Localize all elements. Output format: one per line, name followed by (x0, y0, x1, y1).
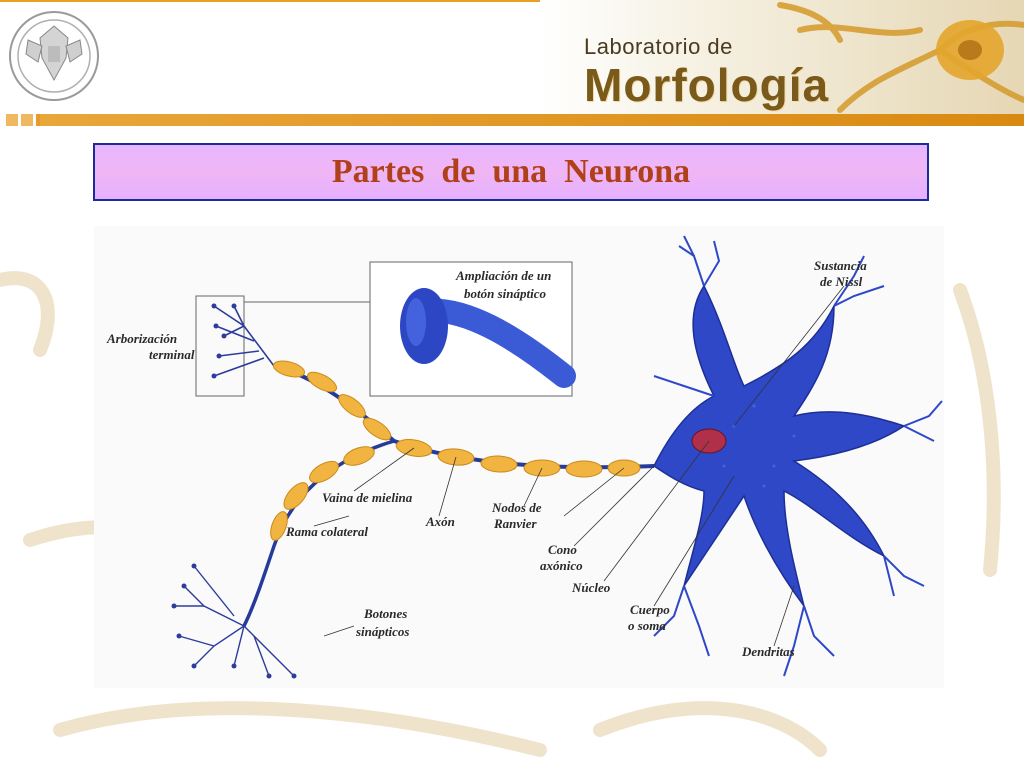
label-cono-2: axónico (540, 558, 583, 573)
header-neuron-artwork (540, 0, 1024, 122)
seal-logo-icon (8, 10, 100, 102)
label-cono-1: Cono (548, 542, 577, 557)
label-dendritas: Dendritas (741, 644, 795, 659)
label-nodos-1: Nodos de (491, 500, 542, 515)
header-accent-bar (40, 114, 1024, 126)
slide-title-box: Partes de una Neurona (93, 143, 929, 201)
label-nodos-2: Ranvier (493, 516, 538, 531)
label-arborizacion-1: Arborización (106, 331, 177, 346)
label-ampliacion-2: botón sináptico (464, 286, 546, 301)
label-arborizacion-2: terminal (149, 347, 195, 362)
lab-title-line2: Morfología (584, 59, 830, 111)
label-vaina: Vaina de mielina (322, 490, 413, 505)
label-cuerpo-2: o soma (628, 618, 666, 633)
myelin-sheath (270, 360, 641, 541)
slide-header: Laboratorio de Morfología (0, 0, 1024, 130)
terminal-box (195, 295, 245, 397)
label-cuerpo-1: Cuerpo (630, 602, 670, 617)
lab-title-line1: Laboratorio de (584, 34, 733, 59)
label-botones-1: Botones (363, 606, 407, 621)
dendrites (653, 235, 943, 677)
neuron-diagram: Arborización terminal Ampliación de un b… (94, 226, 944, 688)
label-sustancia-2: de Nissl (820, 274, 863, 289)
label-botones-2: sinápticos (355, 624, 409, 639)
neuron-illustration: Arborización terminal Ampliación de un b… (106, 235, 943, 679)
label-sustancia-1: Sustancia (814, 258, 867, 273)
label-rama: Rama colateral (285, 524, 368, 539)
cell-body (653, 284, 906, 607)
label-nucleo: Núcleo (571, 580, 611, 595)
slide-title: Partes de una Neurona (331, 153, 691, 190)
header-top-line (0, 0, 1024, 2)
label-axon: Axón (425, 514, 455, 529)
label-ampliacion-1: Ampliación de un (455, 268, 551, 283)
